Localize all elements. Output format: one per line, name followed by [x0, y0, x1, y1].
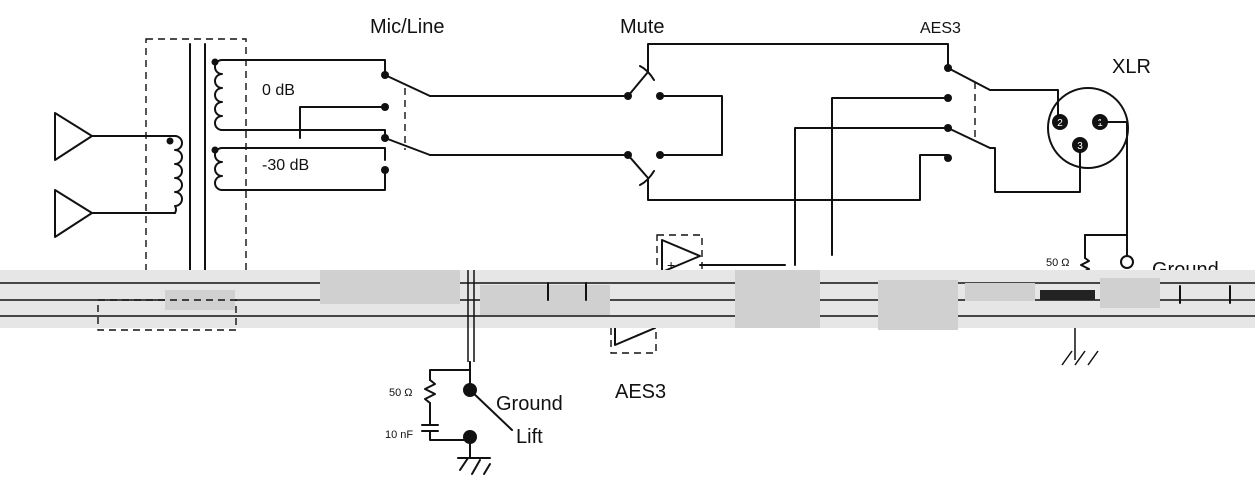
bottom-resistor-label: 50 Ω: [389, 387, 413, 399]
transformer: [145, 38, 247, 320]
gain-minus30db-label: -30 dB: [262, 157, 309, 174]
ground-lift-label-2: Lift: [516, 426, 543, 448]
right-ground-network: [1080, 234, 1128, 277]
xlr-pin-2: 2: [1057, 118, 1063, 129]
bottom-capacitor-label: 10 nF: [385, 429, 413, 441]
aes3-top-label: AES3: [920, 20, 961, 37]
xlr-label: XLR: [1112, 56, 1151, 78]
ground-lift-network: [421, 361, 513, 475]
svg-text:+: +: [667, 257, 675, 273]
input-amp-bottom: [54, 189, 176, 238]
mute-switch: [624, 43, 949, 201]
right-resistor-label: 50 Ω: [1046, 257, 1070, 269]
mic-line-label: Mic/Line: [370, 16, 444, 38]
xlr-pin-3: 3: [1077, 141, 1083, 152]
ground-lift-label-1: Ground: [496, 393, 563, 415]
aes3-bottom-label: AES3: [615, 381, 666, 403]
aes3-switch: [794, 64, 1081, 266]
mic-line-switch: [384, 74, 629, 156]
xlr-pin-1: 1: [1097, 118, 1103, 129]
input-amp-top: [54, 112, 176, 161]
mute-label: Mute: [620, 16, 664, 38]
xlr-connector: 1 2 3: [1047, 87, 1134, 269]
render-glitch-band: [0, 270, 1255, 366]
secondary-wiring: [221, 59, 389, 191]
gain-0db-label: 0 dB: [262, 82, 295, 99]
